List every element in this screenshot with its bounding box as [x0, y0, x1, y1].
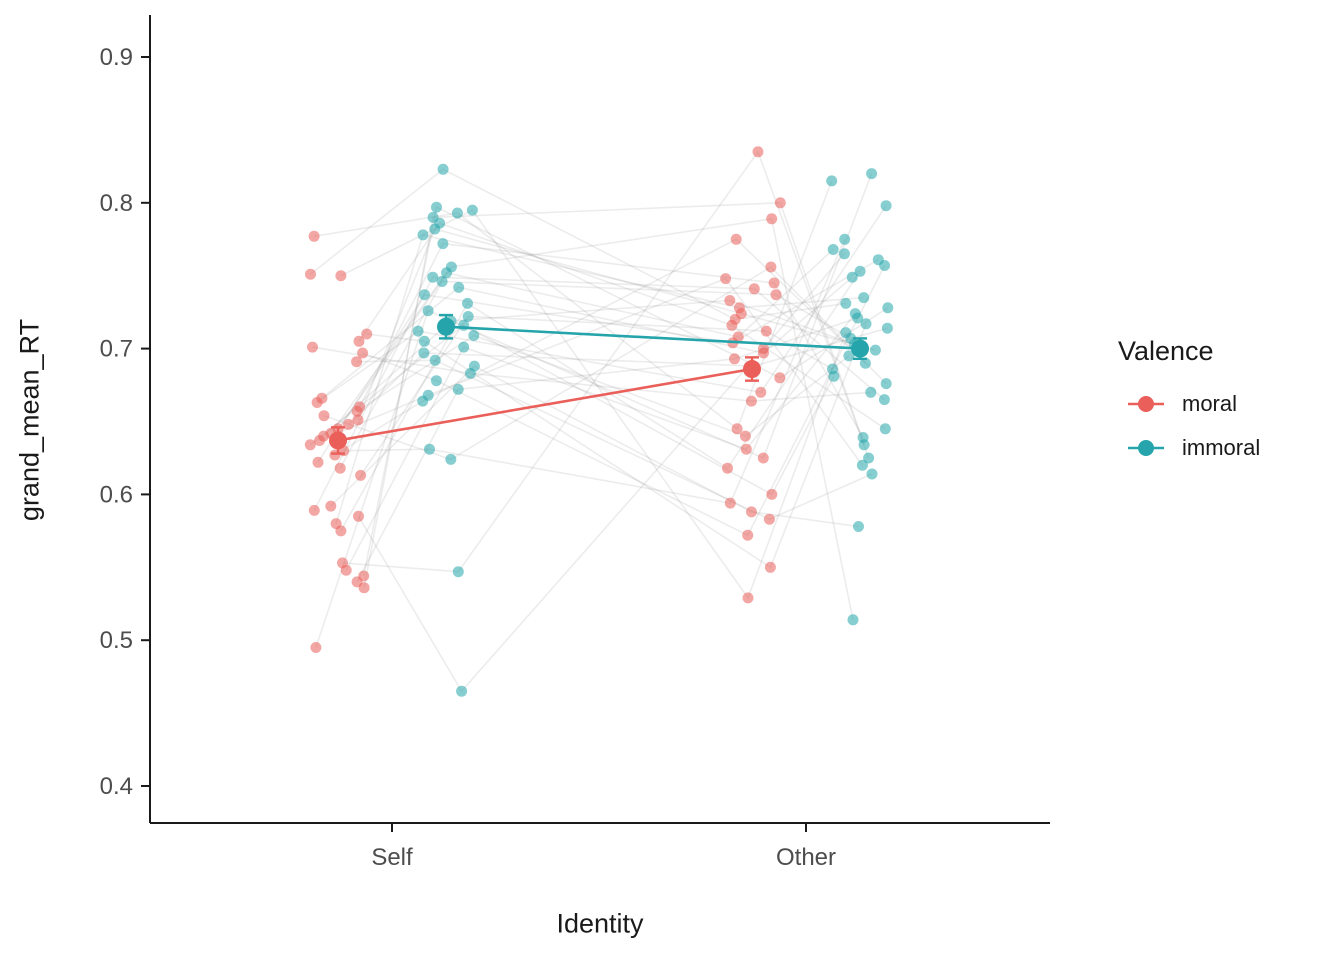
x-axis-title: Identity	[556, 908, 644, 939]
legend-item-moral: moral	[1126, 391, 1260, 417]
svg-text:0.5: 0.5	[100, 627, 133, 654]
legend-title: Valence	[1118, 336, 1214, 366]
legend-label-moral: moral	[1182, 391, 1238, 416]
mean-series-immoral	[437, 313, 869, 361]
svg-text:0.6: 0.6	[100, 481, 133, 508]
svg-text:Self: Self	[371, 844, 413, 871]
legend-label-immoral: immoral	[1182, 435, 1261, 460]
svg-text:0.8: 0.8	[100, 190, 133, 217]
legend-item-immoral: immoral	[1126, 435, 1260, 461]
svg-text:0.4: 0.4	[100, 773, 133, 800]
legend-marker-moral-icon	[1128, 396, 1164, 412]
svg-text:0.9: 0.9	[100, 44, 133, 71]
legend-marker-immoral-icon	[1128, 440, 1164, 456]
axes	[141, 15, 1050, 832]
svg-text:Other: Other	[776, 844, 836, 871]
points-self_immoral	[412, 163, 480, 697]
legend: Valence moral immoral	[1118, 336, 1260, 479]
mean-series-moral	[329, 356, 761, 455]
points-other_immoral	[826, 168, 894, 626]
svg-text:0.7: 0.7	[100, 336, 133, 363]
subject-lines	[309, 150, 889, 693]
y-axis-title: grand_mean_RT	[14, 318, 45, 522]
